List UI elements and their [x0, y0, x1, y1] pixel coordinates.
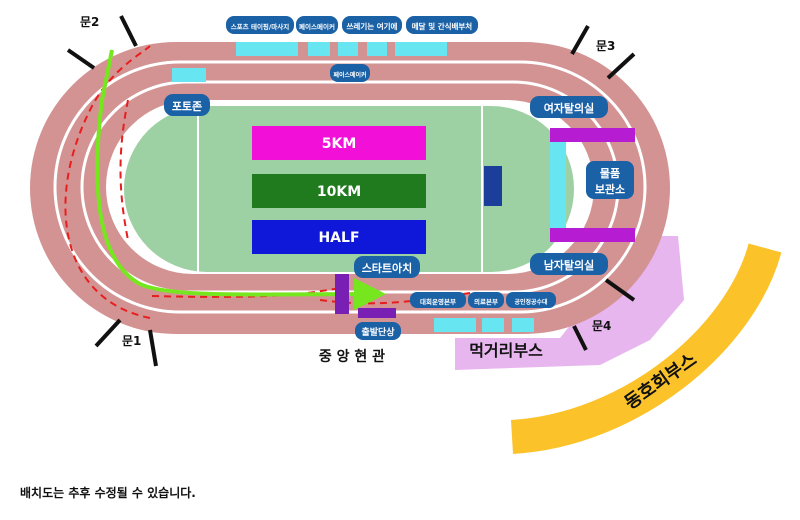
start-arch-label: 스타트아치: [354, 256, 420, 278]
mens-changing-label: 남자탈의실: [530, 253, 608, 275]
medical-label: 의료본부: [468, 292, 504, 308]
svg-text:보관소: 보관소: [595, 182, 625, 196]
records-booth: [512, 318, 534, 332]
pacemaker-label-2: 페이스메이커: [330, 64, 370, 82]
food-booth-area: [455, 236, 684, 370]
womens-changing-label: 여자탈의실: [530, 96, 608, 118]
top-booth-4: [367, 42, 387, 56]
pacemaker-label-1: 페이스메이커: [296, 16, 338, 34]
top-booth-3: [338, 42, 358, 56]
womens-changing-bar: [550, 128, 635, 142]
svg-text:물품: 물품: [600, 167, 620, 180]
svg-text:쓰레기는 여기에: 쓰레기는 여기에: [347, 21, 398, 31]
hq-label: 대회운영본부: [410, 292, 466, 308]
start-stage-label: 출발단상: [355, 322, 401, 340]
photo-zone-label: 포토존: [164, 94, 210, 116]
top-booth-5: [395, 42, 447, 56]
start-stage: [358, 308, 396, 318]
gate4-marker: [572, 278, 636, 351]
svg-text:대회운영본부: 대회운영본부: [420, 297, 456, 306]
gate3-marker: [570, 25, 636, 80]
field-marker: [484, 166, 502, 206]
photo-zone-booth: [172, 68, 206, 82]
gate2-label: 문2: [80, 15, 99, 29]
svg-text:페이스메이커: 페이스메이커: [333, 71, 366, 79]
svg-text:의료본부: 의료본부: [474, 297, 498, 306]
gate2-marker: [66, 15, 138, 70]
club-booth-area: [510, 243, 782, 454]
baggage-area: [550, 142, 566, 228]
route-arrow: [95, 49, 386, 311]
food-booth-label: 먹거리부스: [469, 341, 543, 360]
svg-text:여자탈의실: 여자탈의실: [544, 101, 595, 115]
svg-text:남자탈의실: 남자탈의실: [544, 258, 595, 272]
svg-text:HALF: HALF: [318, 230, 359, 246]
dashed-route: [64, 45, 151, 319]
svg-text:10KM: 10KM: [317, 184, 361, 200]
medical-booth: [482, 318, 504, 332]
svg-text:메달 및 간식배부처: 메달 및 간식배부처: [412, 21, 473, 31]
svg-text:스포츠 테이핑/마사지: 스포츠 테이핑/마사지: [231, 22, 289, 31]
gate1-marker: [94, 318, 158, 367]
gate4-label: 문4: [592, 319, 611, 333]
svg-text:스타트아치: 스타트아치: [362, 261, 413, 275]
mens-changing-bar: [550, 228, 635, 242]
footer-note: 배치도는 추후 수정될 수 있습니다.: [20, 486, 196, 500]
trash-label: 쓰레기는 여기에: [342, 16, 402, 34]
svg-text:공인정공수대: 공인정공수대: [514, 298, 548, 306]
svg-text:5KM: 5KM: [322, 136, 357, 152]
svg-text:포토존: 포토존: [172, 100, 202, 113]
baggage-label: 물품 보관소: [586, 161, 634, 199]
svg-text:출발단상: 출발단상: [361, 326, 395, 338]
gate3-label: 문3: [596, 39, 615, 53]
course-5km: 5KM: [252, 126, 426, 160]
top-booth-2: [308, 42, 330, 56]
course-half: HALF: [252, 220, 426, 254]
course-10km: 10KM: [252, 174, 426, 208]
sports-taping-label: 스포츠 테이핑/마사지: [226, 16, 294, 34]
start-arch: [335, 274, 349, 314]
medal-snack-label: 메달 및 간식배부처: [406, 16, 478, 34]
records-label: 공인정공수대: [506, 292, 556, 308]
svg-text:페이스메이커: 페이스메이커: [299, 22, 335, 31]
central-hall-label: 중 앙 현 관: [319, 348, 385, 365]
hq-booth: [434, 318, 476, 332]
top-booth-1: [236, 42, 298, 56]
gate1-label: 문1: [122, 334, 141, 348]
